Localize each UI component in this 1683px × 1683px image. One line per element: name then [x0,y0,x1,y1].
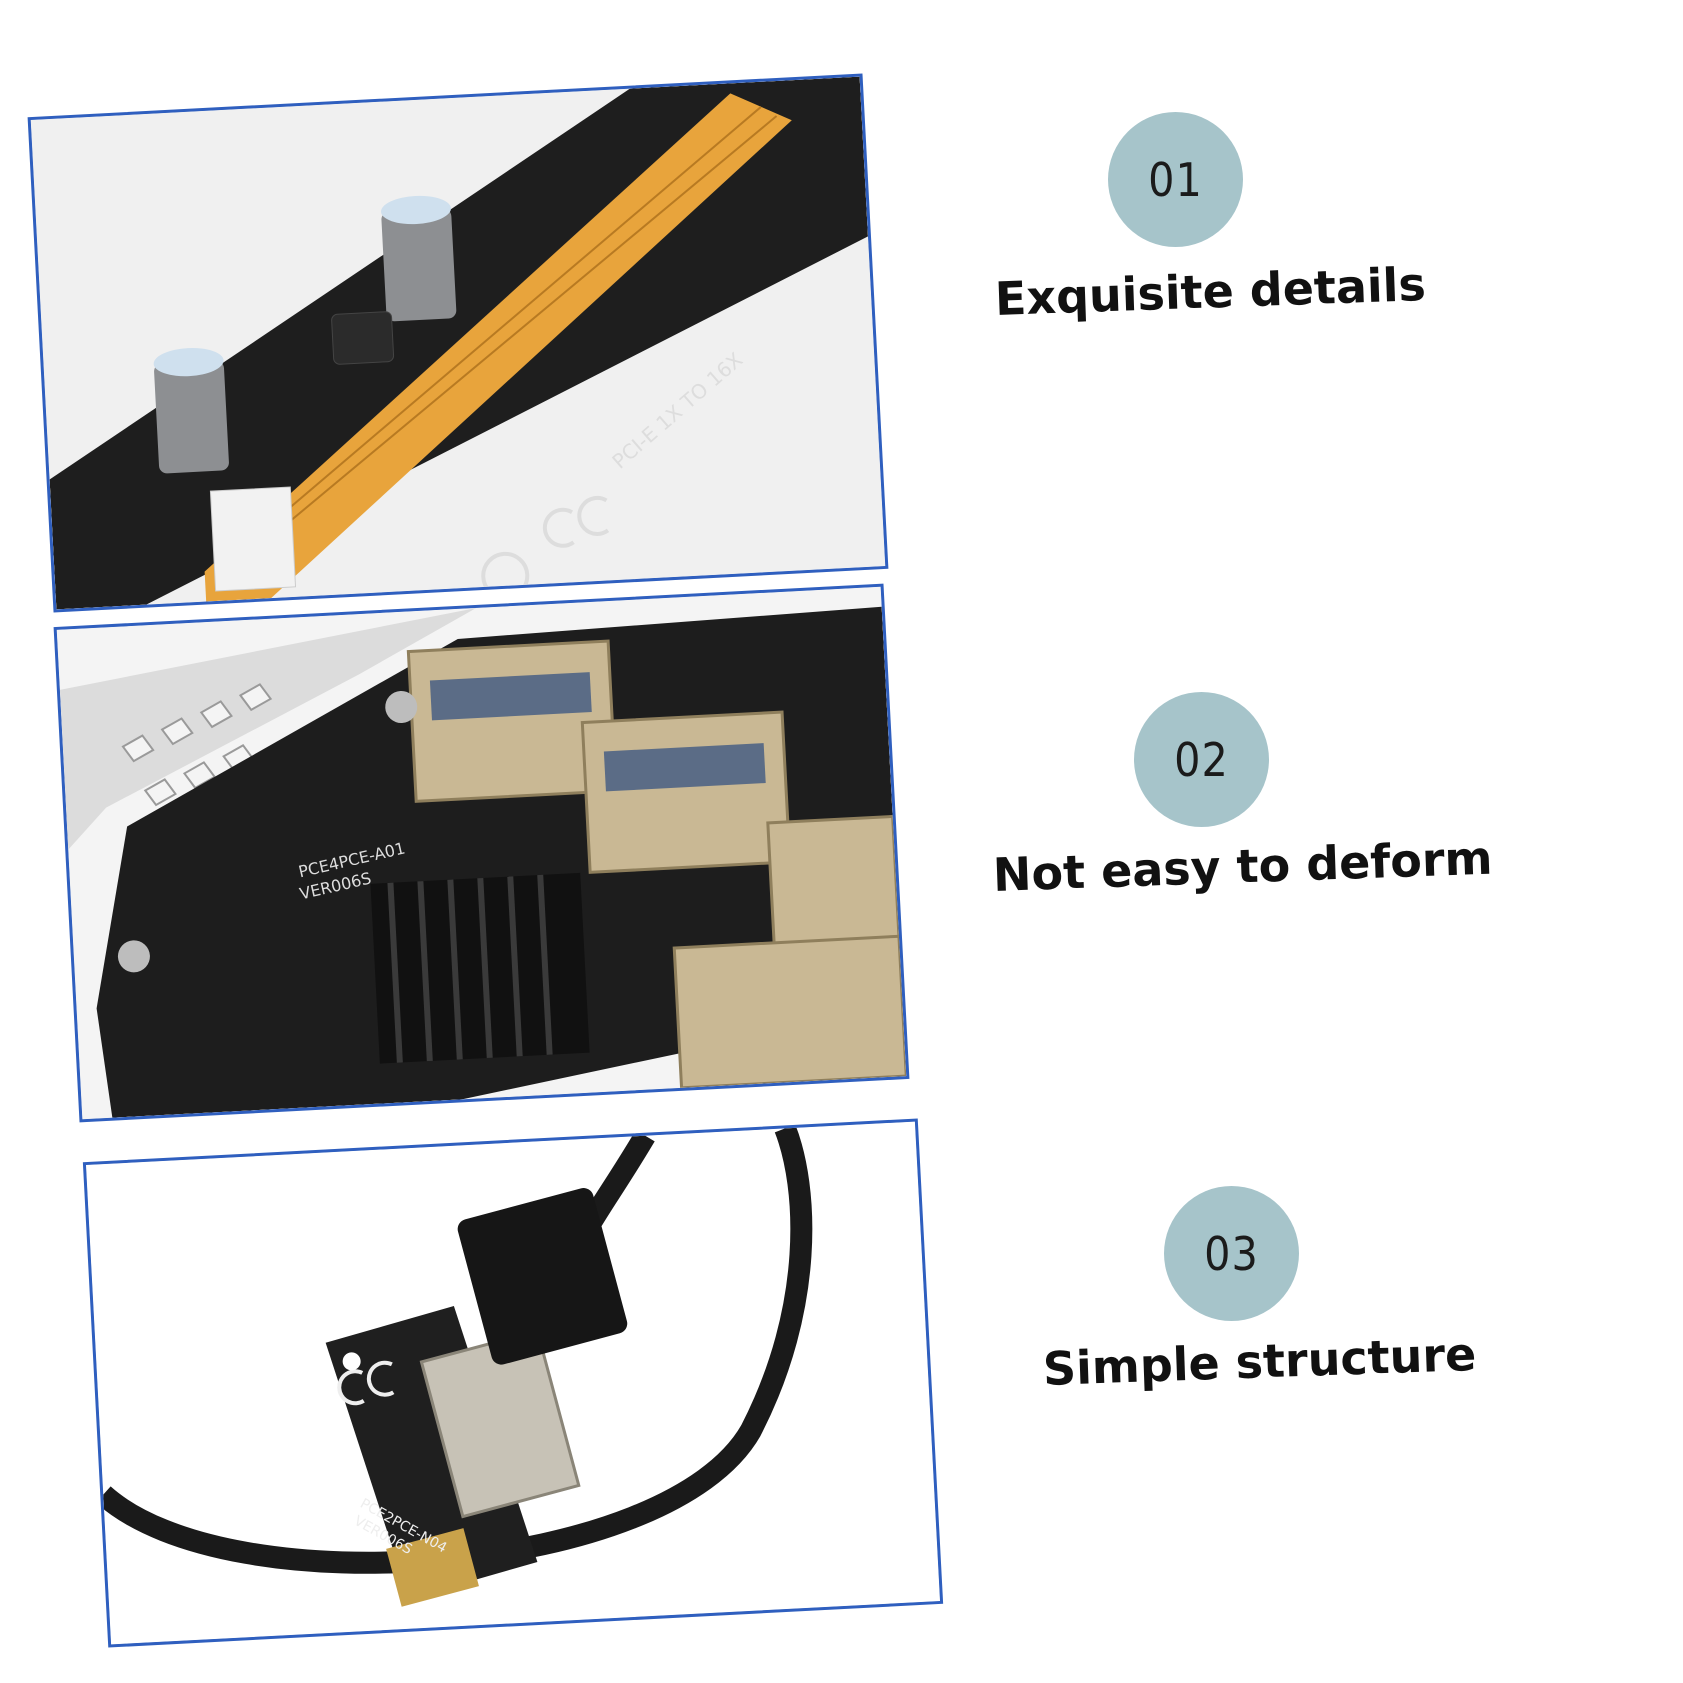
capacitor-icon [381,195,457,322]
usb-port-icon [406,639,618,803]
usb-riser-illustration: PCE4PCE-A01 VER006S [56,586,907,1120]
pcie-slot-illustration: PCI-E 1X TO 16X [30,76,886,610]
product-photo-x1-adapter: PCE2PCE-N04 VER006S [82,1118,944,1648]
pcie-x1-gold-fingers [386,1528,479,1607]
adapter-pcb [325,1305,538,1599]
feature-number: 02 [1174,732,1229,787]
usb-port-icon [580,710,792,874]
inductor-icon [331,311,395,365]
slot-latch [209,486,297,592]
metal-bracket [59,607,477,850]
heatsink-icon [370,872,590,1064]
mount-hole [342,1352,361,1371]
usb-port-icon [672,934,907,1090]
feature-number: 03 [1204,1226,1259,1281]
x1-adapter-illustration: PCE2PCE-N04 VER006S [86,1121,940,1645]
screw-icon [385,690,418,723]
feature-number-badge: 02 [1134,692,1269,827]
feature-number-badge: 03 [1164,1186,1299,1321]
product-photo-usb-riser: PCE4PCE-A01 VER006S [53,583,910,1123]
bracket-vent-holes [121,683,273,807]
feature-number: 01 [1148,152,1203,207]
feature-number-badge: 01 [1108,112,1243,247]
feature-caption: Exquisite details [994,256,1427,326]
screw-icon [117,940,150,973]
usb-plug [457,1187,628,1365]
product-photo-slot-closeup: PCI-E 1X TO 16X [27,73,889,613]
ce-mark-icon [337,1360,395,1406]
feature-caption: Not easy to deform [992,830,1494,902]
capacitor-icon [153,348,229,474]
usb-cable [95,1124,813,1574]
feature-caption: Simple structure [1042,1326,1478,1396]
usb-port-icon [419,1329,581,1519]
ce-mark-icon [542,495,610,548]
